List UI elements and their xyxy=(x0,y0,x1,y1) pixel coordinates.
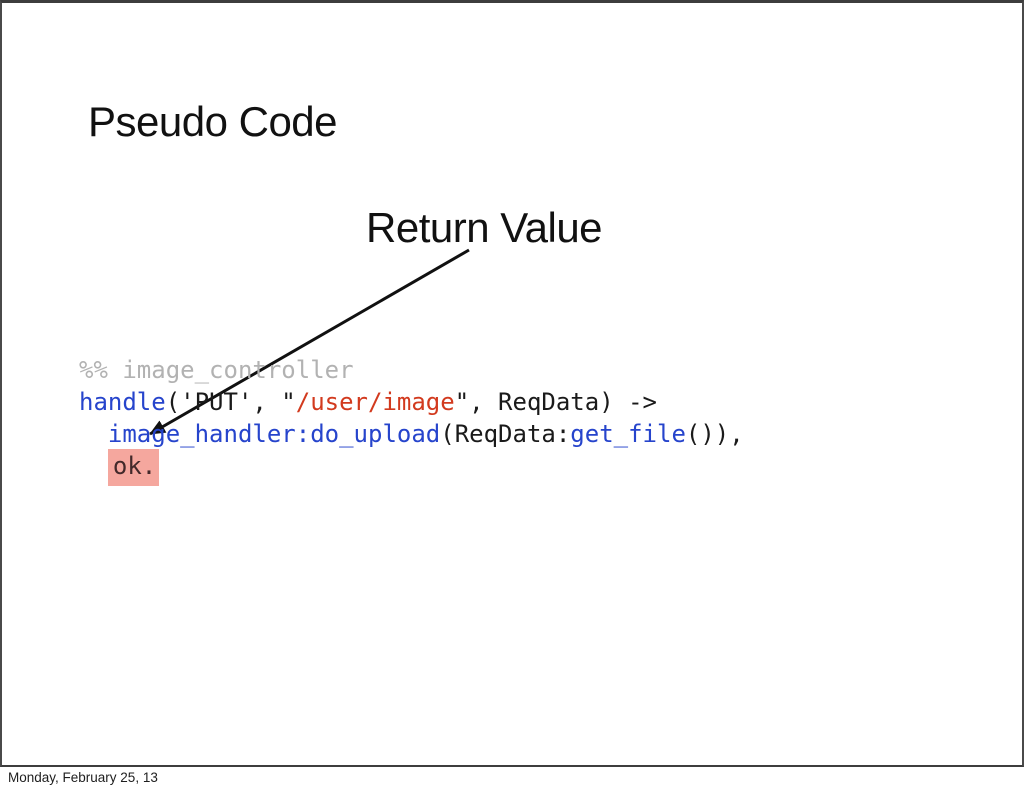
code-segment-plain xyxy=(79,420,108,448)
code-segment-comment: %% image_controller xyxy=(79,356,354,384)
code-segment-plain xyxy=(79,452,108,480)
highlighted-return-value: ok. xyxy=(107,449,160,486)
code-line: ok. xyxy=(79,449,744,486)
code-segment-fn: get_file xyxy=(570,420,686,448)
code-segment-plain: (ReqData: xyxy=(440,420,571,448)
return-value-annotation: Return Value xyxy=(366,204,603,251)
code-segment-plain: ", ReqData) -> xyxy=(454,388,657,416)
code-segment-plain: ()), xyxy=(685,420,744,448)
code-segment-fn: handle xyxy=(79,388,166,416)
code-segment-plain: ('PUT', " xyxy=(165,388,296,416)
export-date-footer: Monday, February 25, 13 xyxy=(8,770,158,785)
slide: Pseudo Code Return Value %% image_contro… xyxy=(0,0,1024,767)
code-line: image_handler:do_upload(ReqData:get_file… xyxy=(79,418,744,450)
code-segment-string: /user/image xyxy=(295,388,455,416)
page-title: Pseudo Code xyxy=(88,98,338,145)
code-line: handle('PUT', "/user/image", ReqData) -> xyxy=(79,386,744,418)
code-line: %% image_controller xyxy=(79,354,744,386)
code-segment-fn: image_handler:do_upload xyxy=(107,420,441,448)
